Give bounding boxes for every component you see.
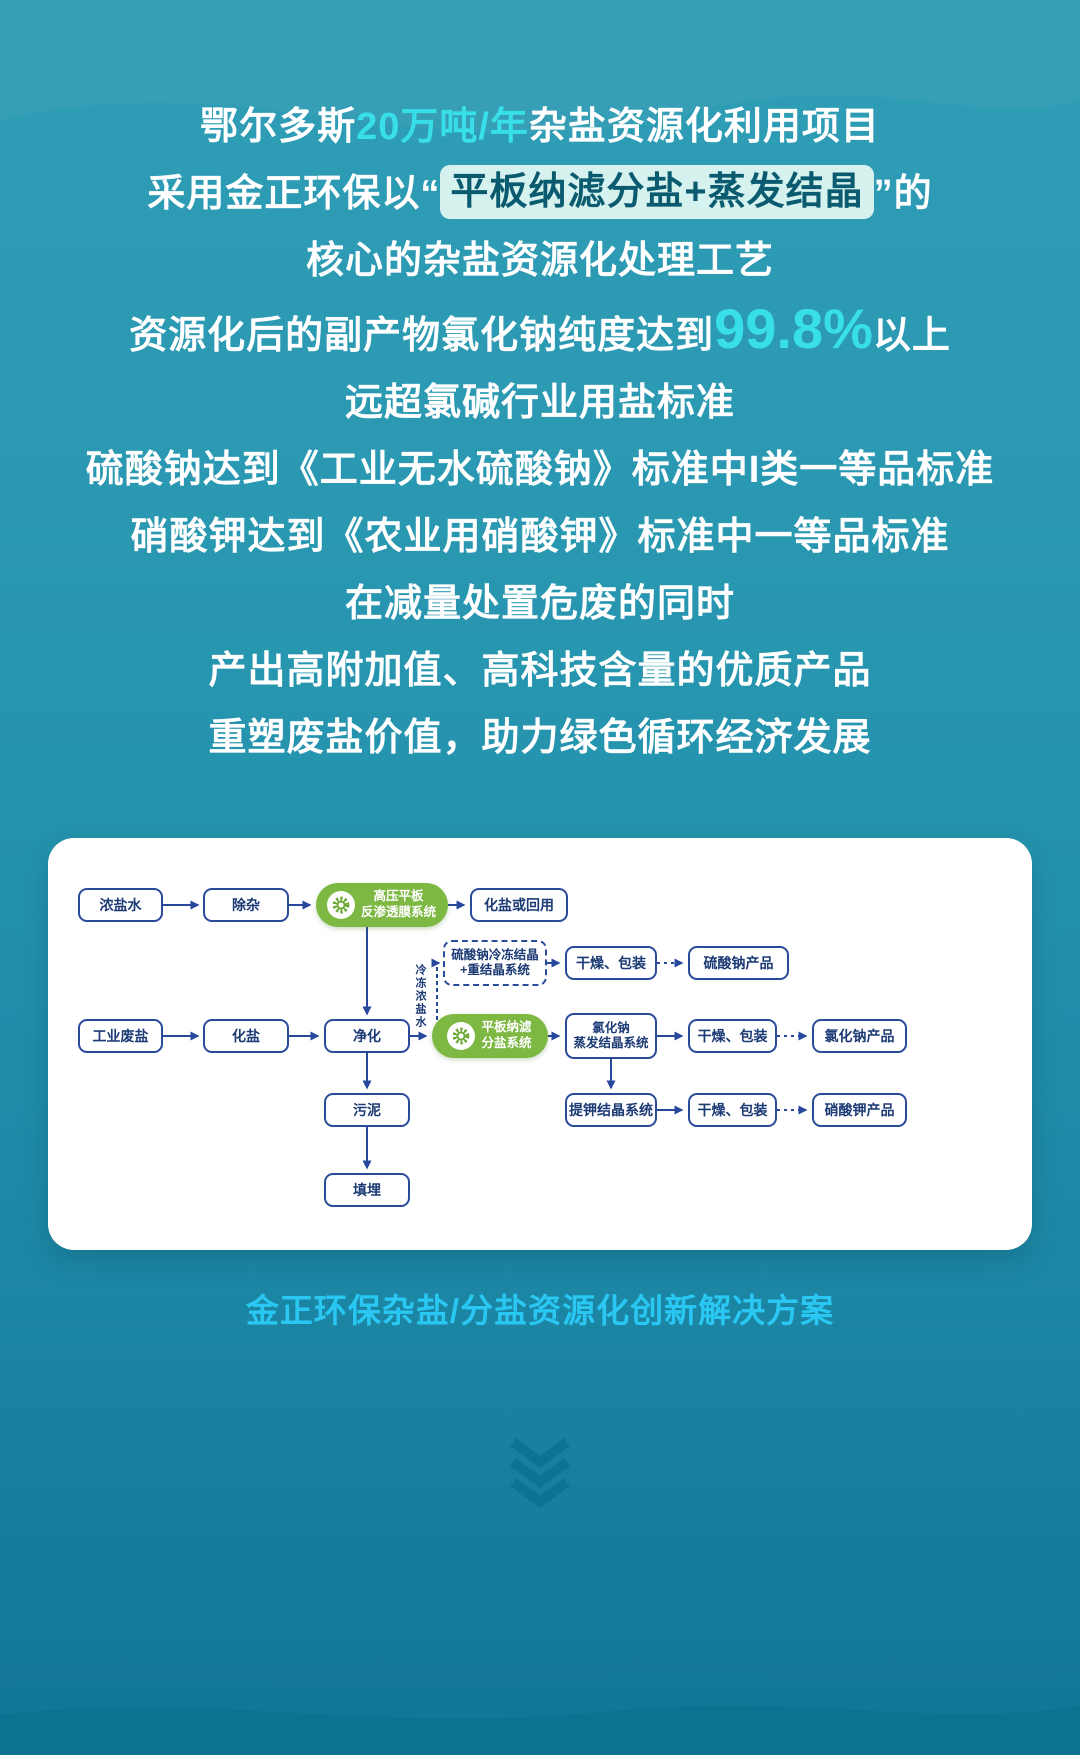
- flow-node-dry-pack-2: 干燥、包装: [688, 1019, 777, 1053]
- flow-node-potassium-crystallization: 提钾结晶系统: [565, 1093, 657, 1127]
- line4-post: 以上: [872, 315, 951, 357]
- flow-node-sludge: 污泥: [324, 1093, 410, 1127]
- flow-node-na2so4-crystallization: 硫酸钠冷冻结晶+重结晶系统: [443, 940, 547, 986]
- flowchart-caption: 金正环保杂盐/分盐资源化创新解决方案: [245, 1292, 835, 1329]
- line1-pre: 鄂尔多斯: [200, 106, 357, 148]
- line4-accent: 99.8%: [714, 297, 873, 360]
- headline-block: 鄂尔多斯20万吨/年杂盐资源化利用项目 采用金正环保以“平板纳滤分盐+蒸发结晶”…: [0, 94, 1080, 772]
- headline-line-7: 硝酸钾达到《农业用硝酸钾》标准中一等品标准: [130, 516, 950, 558]
- headline-line-10: 重塑废盐价值，助力绿色循环经济发展: [208, 717, 872, 759]
- line4-pre: 资源化后的副产物氯化钠纯度达到: [129, 315, 715, 357]
- headline-line-5: 远超氯碱行业用盐标准: [344, 382, 735, 424]
- line2-pre: 采用金正环保以: [147, 173, 421, 215]
- headline-line-2: 采用金正环保以“平板纳滤分盐+蒸发结晶”的: [0, 161, 1080, 228]
- nacl-evap-line2: 蒸发结晶系统: [573, 1036, 649, 1050]
- flow-node-salt-dissolving: 化盐: [203, 1019, 289, 1053]
- flow-node-impurity-removal: 除杂: [203, 888, 289, 922]
- flow-node-na2so4-product: 硫酸钠产品: [688, 946, 789, 980]
- nf-system-label-line1: 平板纳滤: [481, 1020, 532, 1035]
- headline-line-9: 产出高附加值、高科技含量的优质产品: [208, 650, 872, 692]
- nacl-evap-line1: 氯化钠: [592, 1021, 630, 1035]
- chevron-down-icon: [510, 1437, 570, 1508]
- bottom-wave-decoration: [0, 1670, 1080, 1755]
- na2so4-cryst-line1: 硫酸钠冷冻结晶: [451, 948, 539, 962]
- flow-node-brine: 浓盐水: [78, 888, 163, 922]
- line2-quote-open: “: [420, 173, 441, 215]
- flow-node-nf-system: 平板纳滤分盐系统: [432, 1014, 548, 1058]
- flow-node-nacl-product: 氯化钠产品: [812, 1019, 907, 1053]
- flow-arrows: [163, 900, 808, 1170]
- flow-node-dry-pack-1: 干燥、包装: [565, 946, 657, 980]
- gear-icon: [447, 1022, 476, 1050]
- line2-quote-close: ”: [873, 173, 894, 215]
- nf-system-label-line2: 分盐系统: [481, 1036, 532, 1050]
- line1-post: 杂盐资源化利用项目: [528, 106, 880, 148]
- edge-label-cold-brine: 冷冻浓盐水: [414, 964, 426, 1029]
- line2-post: 的: [893, 173, 933, 215]
- headline-line-8: 在减量处置危废的同时: [344, 583, 735, 625]
- headline-line-6: 硫酸钠达到《工业无水硫酸钠》标准中I类一等品标准: [85, 449, 995, 491]
- gear-icon: [326, 891, 355, 919]
- headline-line-3: 核心的杂盐资源化处理工艺: [305, 240, 774, 282]
- headline-line-1: 鄂尔多斯20万吨/年杂盐资源化利用项目: [0, 94, 1080, 161]
- process-flowchart-card: 浓盐水 除杂 高压平板反渗透膜系统 化盐或回用 硫酸钠冷冻结晶+重结晶系统 干燥…: [48, 838, 1032, 1250]
- flow-node-industrial-waste-salt: 工业废盐: [78, 1019, 163, 1053]
- ro-system-label-line2: 反渗透膜系统: [360, 905, 436, 919]
- flow-node-kno3-product: 硝酸钾产品: [812, 1093, 907, 1127]
- na2so4-cryst-line2: +重结晶系统: [460, 963, 530, 977]
- flow-node-ro-system: 高压平板反渗透膜系统: [316, 883, 448, 927]
- flow-node-landfill: 填埋: [324, 1173, 410, 1207]
- flow-node-nacl-evaporation: 氯化钠蒸发结晶系统: [565, 1013, 657, 1059]
- headline-line-4: 资源化后的副产物氯化钠纯度达到99.8%以上: [0, 295, 1080, 370]
- flow-node-salt-or-reuse: 化盐或回用: [470, 888, 568, 922]
- highlight-pill: 平板纳滤分盐+蒸发结晶: [440, 165, 874, 219]
- flow-node-dry-pack-3: 干燥、包装: [688, 1093, 777, 1127]
- line1-accent: 20万吨/年: [356, 106, 529, 148]
- flow-node-purification: 净化: [324, 1019, 410, 1053]
- ro-system-label-line1: 高压平板: [373, 889, 424, 904]
